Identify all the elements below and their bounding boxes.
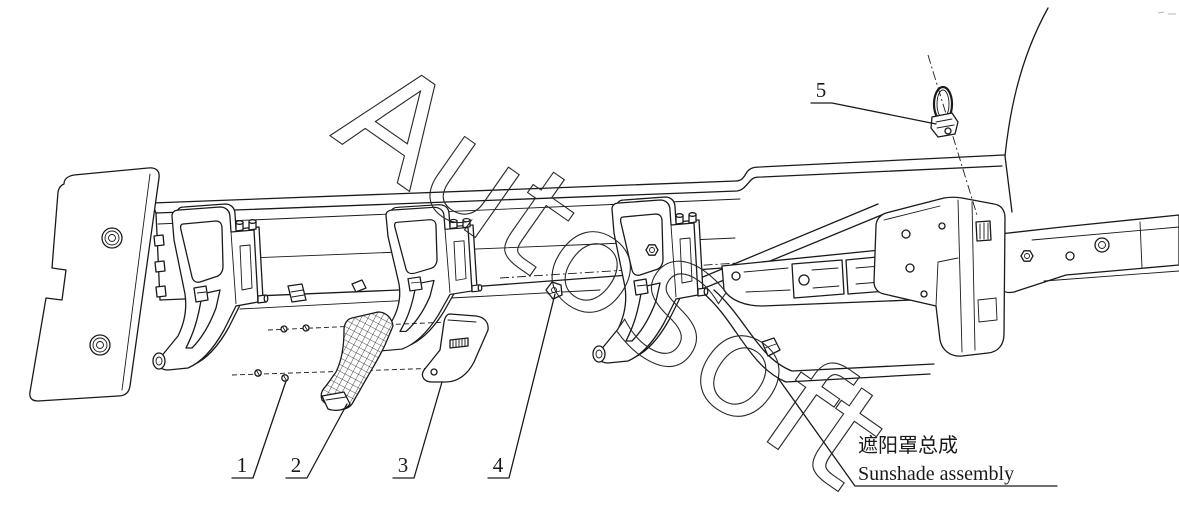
- push-clip: [351, 279, 367, 293]
- bracket-bolt: [920, 290, 928, 298]
- sunshade-motor: [791, 259, 845, 299]
- screw: [302, 324, 310, 332]
- sunshade-assembly-label: 遮阳罩总成 Sunshade assembly: [777, 377, 1058, 487]
- bracket-bolt: [905, 263, 915, 273]
- callout-number: 5: [816, 78, 827, 102]
- clip-bracket-item-3: [421, 313, 489, 383]
- sunshade-lower-outline: [701, 289, 935, 383]
- assembly-label-en: Sunshade assembly: [858, 463, 1014, 485]
- callout-number: 1: [237, 453, 248, 477]
- callout-1: 1: [231, 380, 287, 479]
- callout-number: 4: [493, 453, 504, 477]
- leader-line: [487, 293, 556, 479]
- leader-line: [777, 377, 1058, 487]
- mounting-bracket-left: [152, 203, 269, 371]
- callout-number: 3: [398, 453, 409, 477]
- mounting-hole: [1094, 237, 1110, 253]
- harness-clip: [287, 283, 307, 303]
- scan-artifact-mark: [1157, 11, 1176, 15]
- screw: [281, 374, 289, 382]
- wire-clip-item-4: [545, 281, 563, 300]
- hex-nut: [1020, 250, 1034, 262]
- hose-clamp-item-5: [927, 54, 978, 216]
- housing-connector: [731, 271, 741, 281]
- beam-stud: [154, 260, 166, 273]
- mounting-hole: [1065, 251, 1075, 261]
- bracket-bolt: [901, 229, 911, 239]
- callout-number: 2: [291, 453, 302, 477]
- callout-4: 4: [487, 293, 556, 479]
- leader-line: [810, 102, 937, 125]
- leader-line: [392, 381, 443, 479]
- body-side-panel: [1004, 7, 1049, 213]
- beam-stud: [153, 234, 165, 247]
- callout-3: 3: [392, 381, 443, 479]
- assembly-label-zh: 遮阳罩总成: [858, 434, 958, 457]
- sunshade-support-strut: [685, 203, 885, 295]
- sunshade-mounting-bracket: [873, 196, 1006, 357]
- panel-boss-upper: [101, 227, 123, 249]
- callout-5: 5: [810, 78, 937, 125]
- leader-line: [231, 380, 287, 479]
- screw: [254, 369, 262, 377]
- panel-boss-lower: [89, 334, 111, 356]
- callout-2: 2: [285, 403, 348, 479]
- bracket-slot: [975, 220, 992, 242]
- hex-nut: [645, 244, 659, 256]
- right-mounting-bracket-bar: [995, 214, 1179, 294]
- clip-hole: [430, 368, 438, 376]
- beam-stud: [155, 285, 167, 298]
- bracket-bolt: [938, 222, 946, 230]
- ribbed-bracket-item-2: [320, 311, 394, 411]
- bracket-foot: [321, 391, 351, 411]
- left-end-panel: [29, 167, 160, 402]
- screw: [280, 325, 288, 333]
- cable-clip: [761, 337, 781, 357]
- beam-clips: [287, 244, 659, 303]
- leader-line: [285, 403, 348, 479]
